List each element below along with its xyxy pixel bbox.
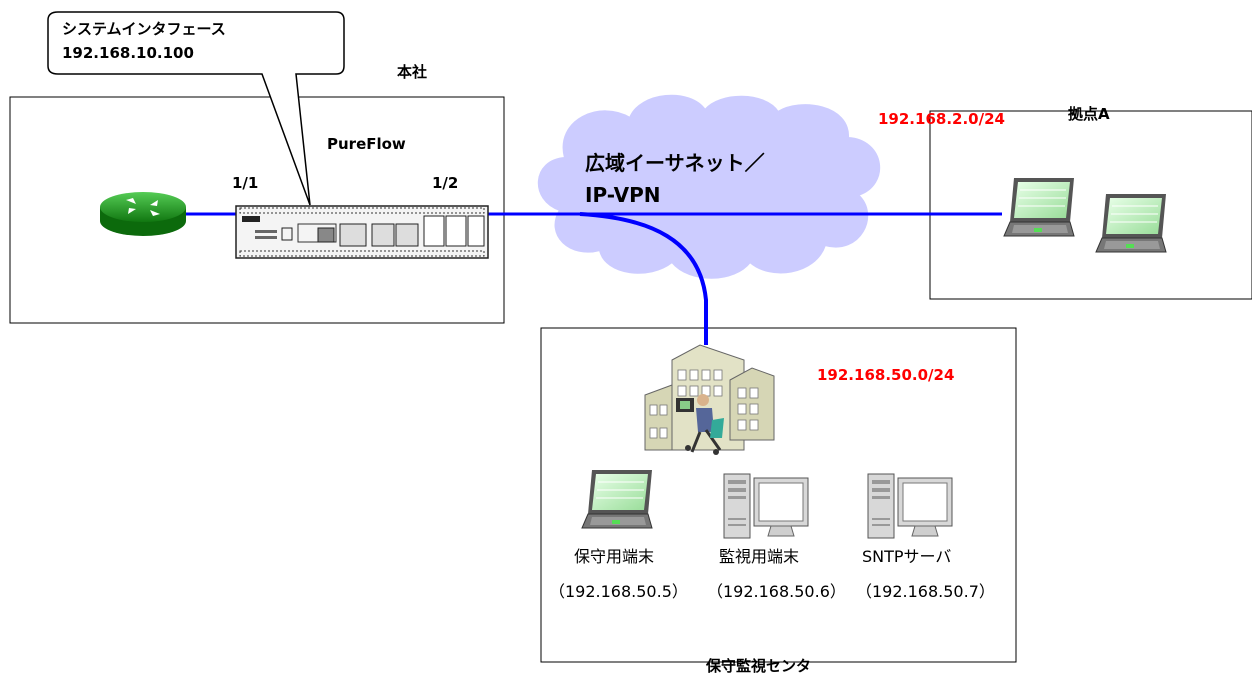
port-1-1-label: 1/1 <box>232 174 259 192</box>
monitor-center-subnet: 192.168.50.0/24 <box>817 366 955 384</box>
maintenance-terminal-icon <box>581 469 653 529</box>
site-a-subnet: 192.168.2.0/24 <box>878 110 1005 128</box>
wan-label-line-2: IP-VPN <box>585 183 661 207</box>
network-links <box>186 212 1002 345</box>
terminal-ip-monitoring: （192.168.50.6） <box>707 582 846 601</box>
terminal-ip-maintenance: （192.168.50.5） <box>549 582 688 601</box>
site-a-laptop-icon-1 <box>1003 177 1075 237</box>
wan-label-line-1: 広域イーサネット／ <box>585 151 765 175</box>
terminal-name-sntp: SNTPサーバ <box>862 547 952 566</box>
monitor-center-label: 保守監視センタ <box>706 657 812 675</box>
callout-line-2: 192.168.10.100 <box>62 44 194 62</box>
pureflow-device-icon <box>235 205 489 259</box>
wan-cloud <box>537 94 881 279</box>
site-a-laptop-icon-2 <box>1095 193 1167 253</box>
router-icon <box>100 192 186 236</box>
building-icon <box>644 344 775 455</box>
site-a-area <box>929 110 1252 300</box>
callout-bubble <box>47 11 345 206</box>
site-a-label: 拠点A <box>1068 105 1110 123</box>
callout-line-1: システムインタフェース <box>62 20 226 38</box>
terminal-ip-sntp: （192.168.50.7） <box>856 582 995 601</box>
pureflow-label: PureFlow <box>327 135 406 153</box>
port-1-2-label: 1/2 <box>432 174 459 192</box>
honsha-label: 本社 <box>397 63 428 81</box>
terminal-name-maintenance: 保守用端末 <box>574 547 655 566</box>
terminal-name-monitoring: 監視用端末 <box>719 547 800 566</box>
